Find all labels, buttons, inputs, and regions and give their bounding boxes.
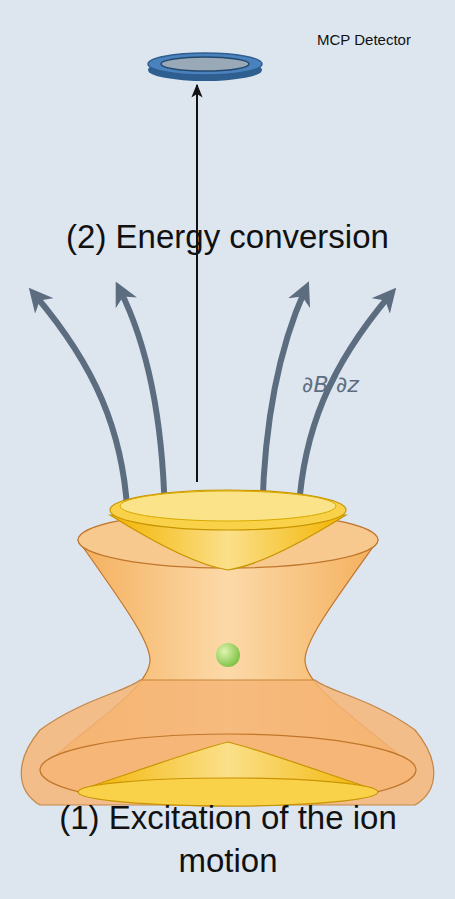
field-arrows xyxy=(35,290,390,535)
node-label: (1) Excitation of the ion motion xyxy=(12,796,444,882)
mcp-detector xyxy=(148,53,262,81)
trap-node: (1) Excitation of the ion motion xyxy=(12,482,444,892)
detector-node: MCP Detector xyxy=(145,48,445,84)
node-label: MCP Detector xyxy=(317,30,412,49)
gradient-label: ∂B/∂z xyxy=(302,372,359,397)
step-label: (2) Energy conversion xyxy=(6,217,449,257)
ion xyxy=(216,643,240,667)
penning-trap xyxy=(21,490,434,806)
arrow-connector xyxy=(196,85,198,482)
